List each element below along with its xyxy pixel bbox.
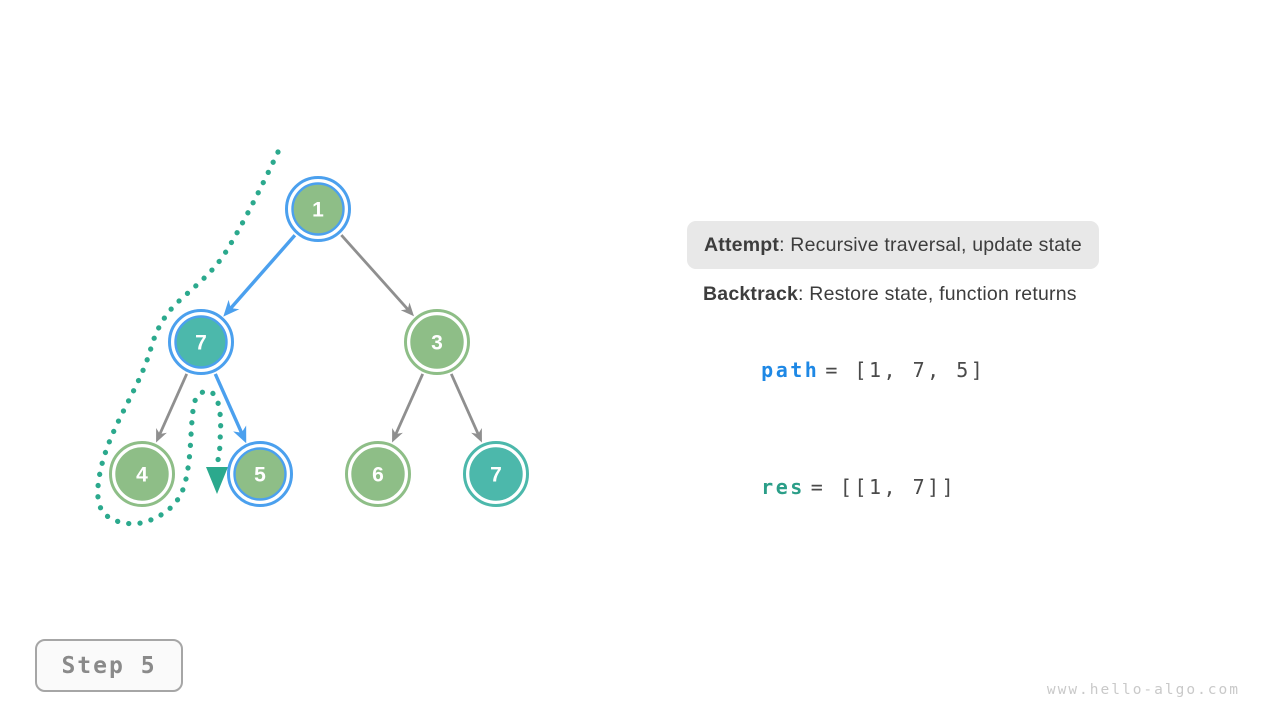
node-value: 7 <box>195 332 207 355</box>
tree-node-4: 4 <box>109 441 175 507</box>
backtrack-text: : Restore state, function returns <box>798 283 1077 305</box>
node-circle <box>115 447 169 501</box>
tree-edge <box>450 373 482 443</box>
tree-edge <box>156 373 188 443</box>
node-value: 6 <box>372 464 384 487</box>
node-circle <box>291 182 345 236</box>
node-circle <box>469 447 523 501</box>
tree-edge <box>340 234 414 317</box>
node-circle <box>233 447 287 501</box>
tree-edge <box>213 373 247 444</box>
node-value: 1 <box>312 199 324 222</box>
node-value: 7 <box>490 464 502 487</box>
node-outer-ring <box>345 441 411 507</box>
step-indicator: Step 5 <box>35 639 183 692</box>
node-outer-ring <box>463 441 529 507</box>
tree-node-1: 1 <box>285 176 351 242</box>
node-circle <box>174 315 228 369</box>
path-value: = [1, 7, 5] <box>825 358 986 382</box>
watermark: www.hello-algo.com <box>1046 682 1240 698</box>
tree-node-3: 3 <box>404 309 470 375</box>
attempt-legend: Attempt: Recursive traversal, update sta… <box>687 221 1099 269</box>
res-state-line: res= [[1, 7]] <box>703 451 956 523</box>
node-value: 3 <box>431 332 443 355</box>
backtrack-label: Backtrack <box>703 283 799 305</box>
step-indicator-label: Step 5 <box>61 652 157 679</box>
path-state-line: path= [1, 7, 5] <box>703 334 985 406</box>
node-outer-ring <box>404 309 470 375</box>
tree-node-7: 7 <box>463 441 529 507</box>
node-circle <box>410 315 464 369</box>
node-outer-ring <box>285 176 351 242</box>
attempt-label: Attempt <box>704 233 780 256</box>
path-variable: path <box>761 358 820 382</box>
res-variable: res <box>761 475 805 499</box>
tree-node-6: 6 <box>345 441 411 507</box>
node-outer-ring <box>168 309 234 375</box>
tree-edge <box>223 234 297 317</box>
backtrack-legend: Backtrack: Restore state, function retur… <box>703 283 1077 306</box>
node-value: 5 <box>254 464 266 487</box>
traversal-trail <box>95 149 281 527</box>
binary-tree-diagram: 1 7 3 4 5 6 7 <box>95 149 529 527</box>
node-value: 4 <box>136 464 148 487</box>
attempt-text: : Recursive traversal, update state <box>779 233 1082 256</box>
tree-edge <box>392 373 424 443</box>
node-outer-ring <box>109 441 175 507</box>
tree-node-5: 5 <box>227 441 293 507</box>
node-circle <box>351 447 405 501</box>
res-value: = [[1, 7]] <box>810 475 957 499</box>
tree-node-7: 7 <box>168 309 234 375</box>
node-outer-ring <box>227 441 293 507</box>
traversal-trail-arrowhead <box>206 467 228 494</box>
